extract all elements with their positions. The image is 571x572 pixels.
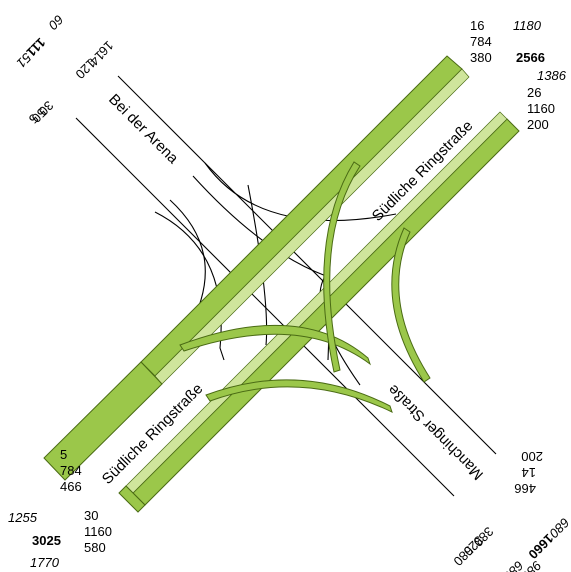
street-manchinger-strasse: Manchinger Straße (385, 381, 487, 483)
count-sw-f: 1770 (30, 555, 60, 570)
count-nw-b: 60 (45, 12, 66, 33)
count-ne-c: 380 (470, 50, 492, 65)
curve-north-ramp-a (204, 162, 397, 222)
count-ne-h: 1160 (527, 101, 555, 116)
count-ne-e: 2566 (516, 50, 545, 65)
count-se-a: 200 (521, 449, 543, 464)
count-sw-b: 784 (60, 463, 82, 478)
count-sw-h: 1160 (84, 524, 112, 539)
count-sw-c: 466 (60, 479, 82, 494)
count-ne-a: 16 (470, 18, 484, 33)
green-ramp-east (391, 227, 431, 383)
count-ne-b: 784 (470, 34, 492, 49)
count-sw-d: 1255 (8, 510, 38, 525)
count-ne-i: 200 (527, 117, 549, 132)
count-sw-i: 580 (84, 540, 106, 555)
count-se-b: 14 (522, 465, 536, 480)
count-se-e: 1660 (525, 531, 556, 562)
count-sw-g: 30 (84, 508, 98, 523)
nw-se-road-edge-upper (117, 75, 497, 455)
nw-se-road-edge-lower (75, 117, 455, 497)
count-ne-f: 26 (527, 85, 541, 100)
count-se-c: 466 (514, 481, 536, 496)
green-ramp-west (179, 324, 371, 366)
green-ramp-north (323, 161, 361, 373)
count-se-f: 680 (500, 558, 526, 572)
count-ne-g: 1386 (537, 68, 567, 83)
counts-nw-outer: 60 (45, 12, 66, 33)
count-sw-e: 3025 (32, 533, 61, 548)
count-sw-a: 5 (60, 447, 67, 462)
count-ne-d: 1180 (513, 18, 542, 33)
ringstrasse-green-road-upper (43, 55, 470, 481)
green-ramp-southwest (205, 379, 393, 413)
